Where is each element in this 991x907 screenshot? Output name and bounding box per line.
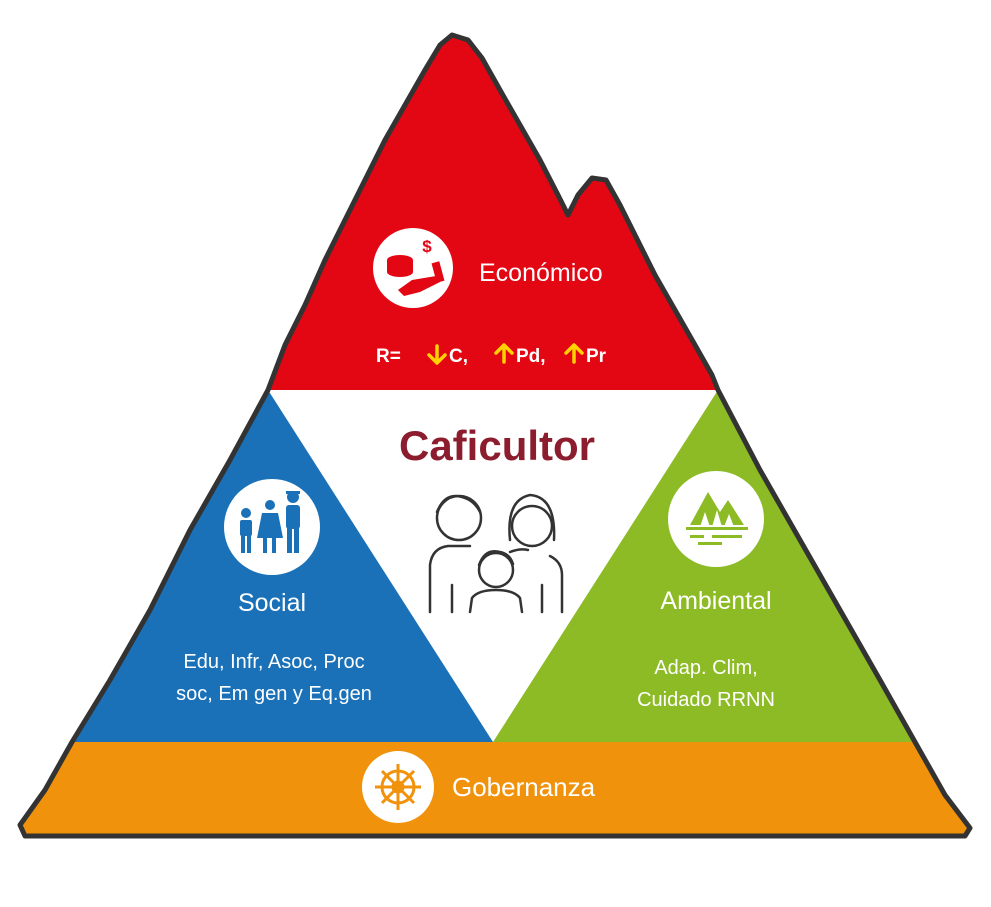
economic-section xyxy=(268,35,718,390)
social-detail-line2: soc, Em gen y Eq.gen xyxy=(176,683,372,705)
environmental-label: Ambiental xyxy=(660,587,771,615)
family-icon xyxy=(428,493,564,614)
social-label: Social xyxy=(238,589,306,617)
social-detail-line1: Edu, Infr, Asoc, Proc xyxy=(183,651,364,673)
center-section xyxy=(268,390,718,742)
svg-text:$: $ xyxy=(422,237,432,256)
social-icon-badge xyxy=(224,479,320,575)
formula-term: C, xyxy=(449,346,468,367)
economic-label: Económico xyxy=(479,259,603,287)
formula-term: Pr xyxy=(586,346,607,367)
arrow-up-icon xyxy=(494,343,514,364)
economic-formula: R= C, Pd, Pr xyxy=(376,343,607,367)
coins-hand-icon: $ xyxy=(387,237,445,296)
governance-label: Gobernanza xyxy=(452,772,596,802)
mountain-outline xyxy=(17,32,973,839)
formula-prefix: R= xyxy=(376,346,401,367)
environmental-section xyxy=(493,390,915,742)
environmental-detail-line1: Adap. Clim, xyxy=(654,657,757,679)
formula-term: Pd, xyxy=(516,346,546,367)
environmental-detail-line2: Cuidado RRNN xyxy=(637,689,775,711)
environmental-icon-badge xyxy=(668,471,764,567)
economic-icon-badge: $ xyxy=(373,228,453,308)
arrow-up-icon xyxy=(564,343,584,364)
governance-icon-badge xyxy=(362,751,434,823)
ship-wheel-icon xyxy=(375,764,421,810)
people-group-icon xyxy=(240,491,300,553)
governance-section xyxy=(20,742,970,836)
forest-lake-icon xyxy=(686,492,748,545)
arrow-down-icon xyxy=(427,344,447,365)
center-title: Caficultor xyxy=(399,422,595,469)
